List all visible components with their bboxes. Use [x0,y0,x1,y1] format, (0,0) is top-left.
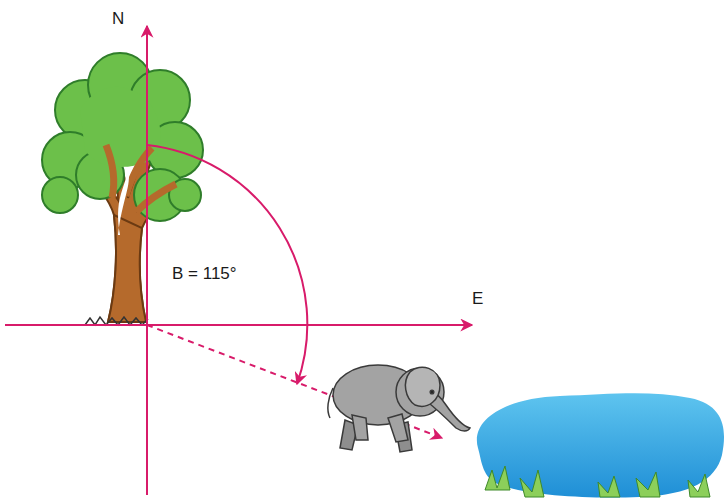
tree [42,53,203,325]
elephant [328,365,470,452]
east-label: E [472,290,483,309]
bearing-angle-label: B = 115° [172,265,237,284]
north-label: N [112,10,124,29]
pond [477,393,724,497]
angle-arc [147,145,307,384]
compass-axes [5,26,472,495]
